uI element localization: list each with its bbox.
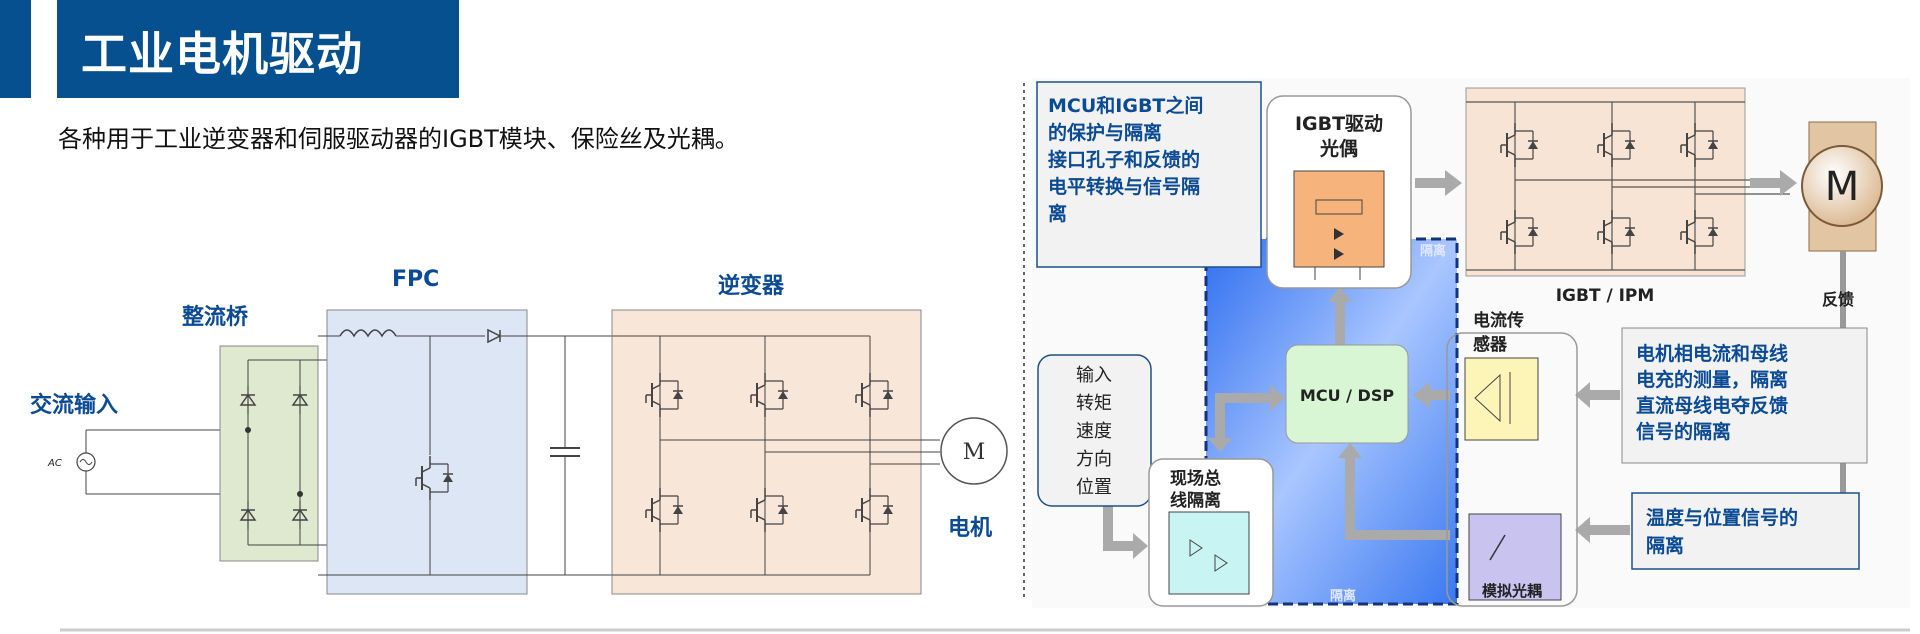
- note-temperature-position: [1631, 492, 1860, 570]
- current-sensor-amp-icon: [1464, 357, 1539, 441]
- boost-diode-icon: [487, 328, 502, 344]
- page-title: 工业电机驱动: [81, 27, 363, 81]
- note-line: 电机相电流和母线: [1636, 342, 1788, 365]
- rectifier-block: [219, 345, 319, 562]
- current-sensor-label: 感器: [1473, 334, 1508, 355]
- igbt-driver-label: 光偶: [1319, 137, 1358, 160]
- note-line: 接口孔子和反馈的: [1048, 148, 1200, 171]
- mcu-dsp-label: MCU / DSP: [1300, 386, 1394, 405]
- motor-symbol: M: [963, 440, 986, 465]
- motor-icon: [1801, 145, 1883, 227]
- input-item: 方向: [1076, 449, 1112, 470]
- igbt-ipm-block: [1465, 87, 1746, 277]
- current-sensor-block: [1446, 332, 1578, 607]
- label-inverter: 逆变器: [718, 273, 785, 299]
- input-item: 速度: [1076, 421, 1112, 442]
- note-current-measurement: [1621, 327, 1868, 464]
- note-line: 电平转换与信号隔: [1048, 175, 1200, 198]
- note-line: 信号的隔离: [1636, 420, 1731, 443]
- note-line: MCU和IGBT之间: [1048, 94, 1203, 117]
- igbt-ipm-label: IGBT / IPM: [1556, 286, 1655, 306]
- igbt-driver-label: IGBT驱动: [1295, 113, 1383, 135]
- note-mcu-igbt-isolation: [1036, 81, 1262, 268]
- fieldbus-label: 现场总: [1170, 468, 1221, 489]
- motor-symbol: M: [1825, 164, 1860, 210]
- label-motor: 电机: [948, 516, 992, 541]
- feedback-label: 反馈: [1822, 290, 1854, 309]
- note-line: 直流母线电夺反馈: [1636, 394, 1788, 417]
- title-banner: 工业电机驱动: [57, 0, 459, 98]
- current-sensor-label: 电流传: [1473, 310, 1524, 331]
- motor-icon: [940, 417, 1008, 485]
- label-rectifier: 整流桥: [182, 304, 248, 330]
- label-fpc: FPC: [392, 267, 439, 292]
- fieldbus-label: 线隔离: [1170, 490, 1221, 511]
- inductor-icon: [339, 329, 397, 338]
- signal-arrows: [1103, 170, 1797, 559]
- input-item: 输入: [1076, 365, 1112, 386]
- inputs-box: [1037, 354, 1152, 507]
- fieldbus-isolator-icon: [1168, 511, 1250, 595]
- right-isolation-diagram: 隔离 隔离 IGBT / IPM M 反馈: [1036, 81, 1883, 607]
- header-accent-bar: [0, 0, 31, 98]
- note-line: 离: [1048, 202, 1067, 225]
- note-line: 电充的测量，隔离: [1636, 368, 1788, 391]
- isolation-label: 隔离: [1420, 243, 1446, 259]
- mcu-dsp-block: [1285, 344, 1409, 444]
- ac-label: AC: [47, 458, 62, 469]
- input-item: 位置: [1076, 477, 1112, 498]
- note-line: 温度与位置信号的: [1646, 506, 1798, 529]
- label-ac-input: 交流输入: [30, 392, 118, 418]
- subtitle: 各种用于工业逆变器和伺服驱动器的IGBT模块、保险丝及光耦。: [58, 125, 739, 153]
- analog-opto-label: 模拟光耦: [1482, 582, 1542, 600]
- note-line: 隔离: [1646, 534, 1684, 557]
- fpc-block: [326, 309, 528, 595]
- analog-optocoupler-icon: [1468, 513, 1562, 601]
- left-power-circuit: 交流输入 整流桥 FPC 逆变器 电机 AC: [30, 267, 1008, 595]
- input-item: 转矩: [1076, 393, 1112, 414]
- isolation-label: 隔离: [1330, 588, 1356, 604]
- note-line: 的保护与隔离: [1048, 121, 1162, 144]
